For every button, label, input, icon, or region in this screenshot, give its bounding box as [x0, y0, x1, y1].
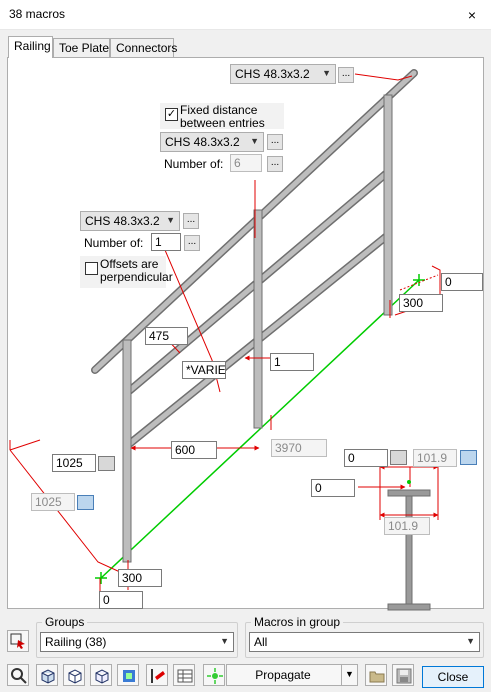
groups-frame — [36, 622, 238, 658]
dim-3970-input[interactable]: 3970 — [271, 439, 327, 457]
tab-connectors[interactable]: Connectors — [110, 38, 177, 57]
dimension-lines — [9, 73, 441, 600]
chevron-down-icon: ▼ — [345, 669, 354, 679]
post-browse-button[interactable]: ... — [183, 213, 199, 229]
chevron-down-icon: ▼ — [166, 215, 175, 225]
beam-top-0-input[interactable]: 0 — [344, 449, 388, 467]
highlight-icon — [151, 669, 165, 683]
top-right-300-input[interactable]: 300 — [399, 294, 443, 312]
beam-top-101-input[interactable]: 101.9 — [413, 449, 457, 467]
chevron-down-icon: ▼ — [250, 136, 259, 146]
equal-spacing-icon[interactable] — [98, 456, 115, 471]
tab-railing[interactable]: Railing — [8, 36, 53, 58]
beam-equal-icon[interactable] — [390, 450, 407, 465]
top-right-offset-input[interactable]: 0 — [441, 273, 483, 291]
fixed-distance-checkbox[interactable]: ✓ — [165, 108, 178, 121]
model-view-button[interactable] — [117, 664, 139, 686]
title-bar — [0, 0, 491, 30]
folder-icon — [369, 671, 385, 683]
propagate-star-icon — [207, 668, 223, 684]
dim-1-input[interactable]: 1 — [270, 353, 314, 371]
bottom-300-input[interactable]: 300 — [118, 569, 162, 587]
top-rail-profile-select[interactable]: CHS 48.3x3.2▼ — [230, 64, 336, 84]
view-cube-1-button[interactable] — [36, 664, 58, 686]
chevron-down-icon: ▼ — [220, 636, 229, 646]
varies-input[interactable]: *VARIES — [182, 361, 226, 379]
open-button[interactable] — [365, 664, 387, 686]
middle-rail-browse-button[interactable]: ... — [267, 134, 283, 150]
chevron-down-icon: ▼ — [466, 636, 475, 646]
post-profile-select[interactable]: CHS 48.3x3.2▼ — [80, 211, 180, 231]
cube-icon — [41, 669, 55, 684]
chevron-down-icon: ▼ — [322, 68, 331, 78]
groups-title: Groups — [42, 615, 88, 629]
middle-rail-block — [160, 103, 284, 129]
equal-spacing-active-icon[interactable] — [77, 495, 94, 510]
dim-475-input[interactable]: 475 — [145, 327, 188, 345]
pick-cursor-icon — [10, 633, 25, 649]
middle-number-browse-button[interactable]: ... — [267, 156, 283, 172]
tab-toe-plate[interactable]: Toe Plate — [53, 38, 110, 57]
table-button[interactable] — [173, 664, 195, 686]
close-icon[interactable]: × — [467, 7, 477, 23]
close-button[interactable]: Close — [422, 666, 484, 688]
model-icon — [123, 670, 135, 682]
middle-number-input[interactable]: 6 — [230, 154, 262, 172]
middle-rail-profile-select[interactable]: CHS 48.3x3.2▼ — [160, 132, 264, 152]
bottom-0-input[interactable]: 0 — [99, 591, 143, 609]
propagate-button[interactable]: Propagate ▼ — [226, 664, 358, 686]
post-number-browse-button[interactable]: ... — [184, 235, 200, 251]
cube-side-icon — [95, 669, 109, 684]
top-rail-browse-button[interactable]: ... — [338, 67, 354, 83]
beam-mid-0-input[interactable]: 0 — [311, 479, 355, 497]
dim-1025-input[interactable]: 1025 — [52, 454, 96, 472]
dim-1025-disabled-input[interactable]: 1025 — [31, 493, 75, 511]
beam-equal-active-icon[interactable] — [460, 450, 477, 465]
beam-bottom-101-input[interactable]: 101.9 — [384, 517, 430, 535]
window-title: 38 macros — [9, 7, 66, 21]
table-icon — [177, 669, 193, 683]
macros-title: Macros in group — [251, 615, 344, 629]
groups-select[interactable]: Railing (38)▼ — [40, 632, 234, 652]
magnifier-icon — [11, 668, 27, 684]
cube-front-icon — [68, 669, 82, 684]
select-pick-button[interactable] — [7, 630, 29, 652]
highlight-button[interactable] — [146, 664, 168, 686]
macros-frame — [245, 622, 484, 658]
macros-select[interactable]: All▼ — [249, 632, 480, 652]
save-button[interactable] — [392, 664, 414, 686]
save-icon — [396, 668, 412, 684]
offsets-checkbox[interactable] — [85, 262, 98, 275]
dim-600-input[interactable]: 600 — [171, 441, 217, 459]
post-number-input[interactable]: 1 — [151, 233, 181, 251]
view-cube-3-button[interactable] — [90, 664, 112, 686]
propagate-icon-button[interactable] — [203, 664, 225, 686]
zoom-inspect-button[interactable] — [7, 664, 29, 686]
grid-line — [100, 279, 420, 579]
beam-section — [387, 489, 431, 611]
view-cube-2-button[interactable] — [63, 664, 85, 686]
middle-number-label: Number of: — [164, 157, 224, 171]
post-number-label: Number of: — [84, 236, 144, 250]
